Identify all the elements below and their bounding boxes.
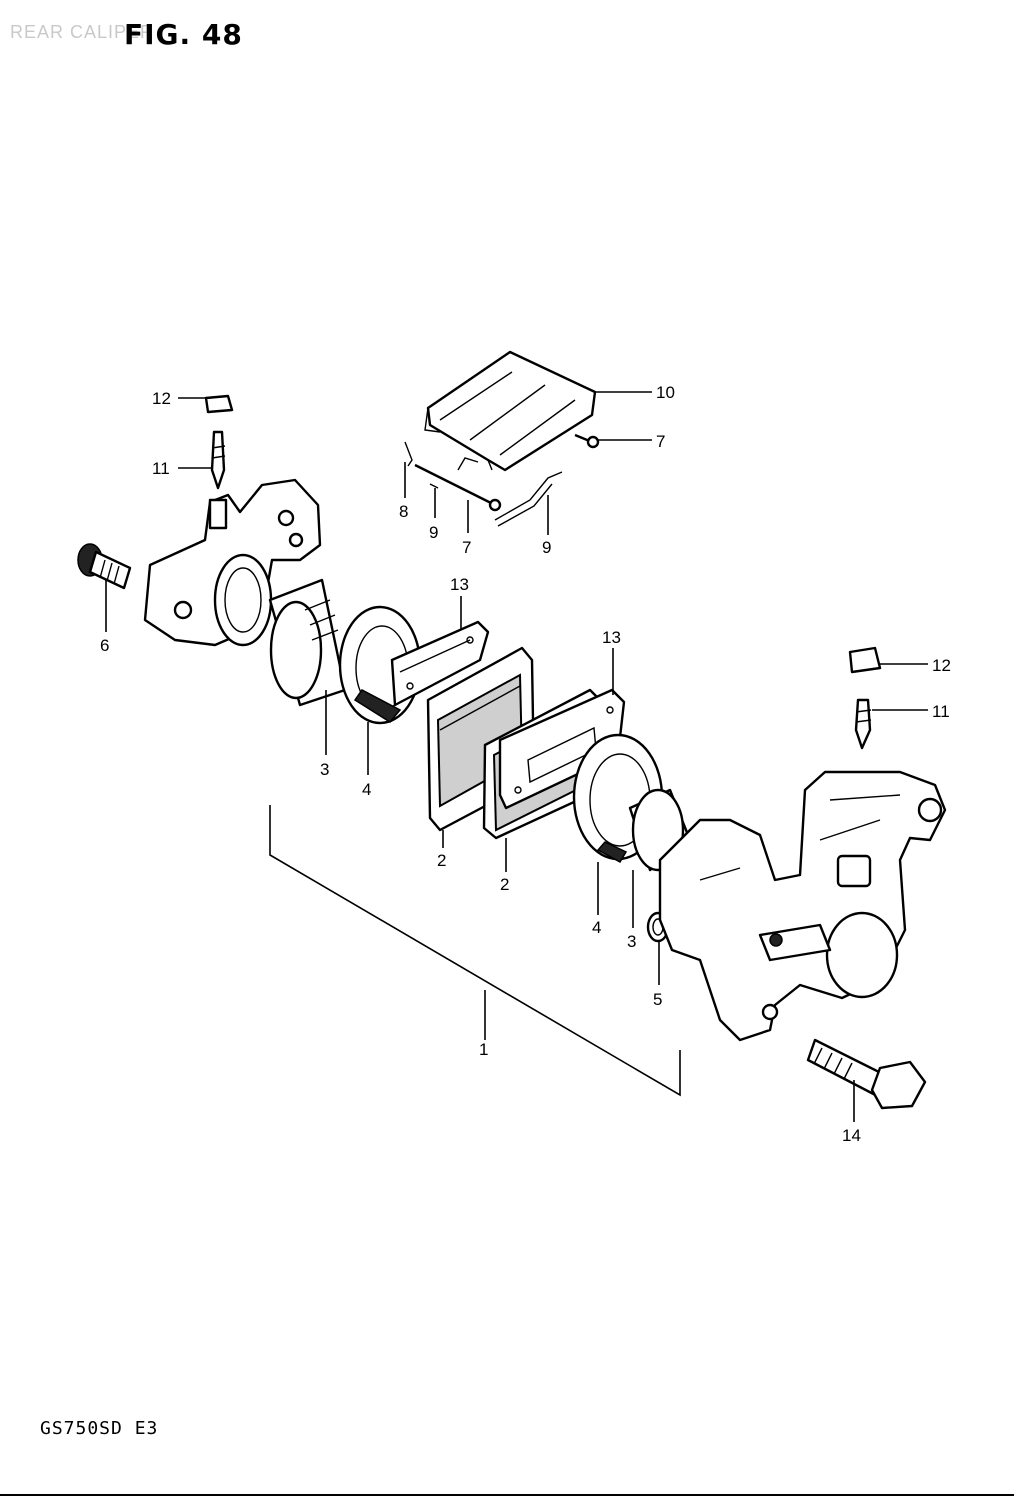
callout-2-right: 2: [500, 875, 509, 894]
callout-14: 14: [842, 1126, 861, 1145]
callout-7-lower: 7: [462, 538, 471, 557]
bleeder-cap-right: [848, 646, 882, 674]
caliper-bolt-left: [77, 543, 132, 590]
callout-labels: 12 11 6 3 4 8 9 7 9 10 7 13 13 2 2 4 3 5…: [100, 383, 951, 1145]
callout-11-right: 11: [932, 702, 950, 721]
callout-13-right: 13: [602, 628, 621, 647]
pad-pin-and-clips: [404, 433, 600, 527]
right-caliper-housing: [658, 770, 947, 1042]
callout-7-upper: 7: [656, 432, 665, 451]
callout-3-right: 3: [627, 932, 636, 951]
bleeder-screw-left: [210, 430, 226, 490]
bleeder-cap-left: [204, 394, 234, 414]
callout-9-left: 9: [429, 523, 438, 542]
caliper-assembly-bracket: [269, 805, 681, 1097]
callout-13-left: 13: [450, 575, 469, 594]
callout-11-left: 11: [152, 459, 170, 478]
callout-1: 1: [479, 1040, 488, 1059]
model-code-footer: GS750SD E3: [40, 1418, 159, 1439]
left-piston: [268, 578, 347, 707]
callout-8: 8: [399, 502, 408, 521]
callout-3-left: 3: [320, 760, 329, 779]
leader-lines: [105, 391, 928, 1122]
caliper-mounting-bolt: [806, 1038, 927, 1110]
bottom-border-rule: [0, 1494, 1014, 1496]
pad-cover-part: [424, 350, 597, 472]
callout-2-left: 2: [437, 851, 446, 870]
left-pad-shim: [390, 620, 490, 707]
callout-10: 10: [656, 383, 675, 402]
callout-12-right: 12: [932, 656, 951, 675]
callout-6: 6: [100, 636, 109, 655]
callout-4-left: 4: [362, 780, 371, 799]
bleeder-screw-right: [854, 698, 872, 750]
callout-4-right: 4: [592, 918, 601, 937]
callout-12-left: 12: [152, 389, 171, 408]
callout-9-right: 9: [542, 538, 551, 557]
figure-title: FIG. 48: [124, 18, 243, 51]
callout-5: 5: [653, 990, 662, 1009]
faded-section-title: REAR CALIPER: [10, 22, 155, 42]
